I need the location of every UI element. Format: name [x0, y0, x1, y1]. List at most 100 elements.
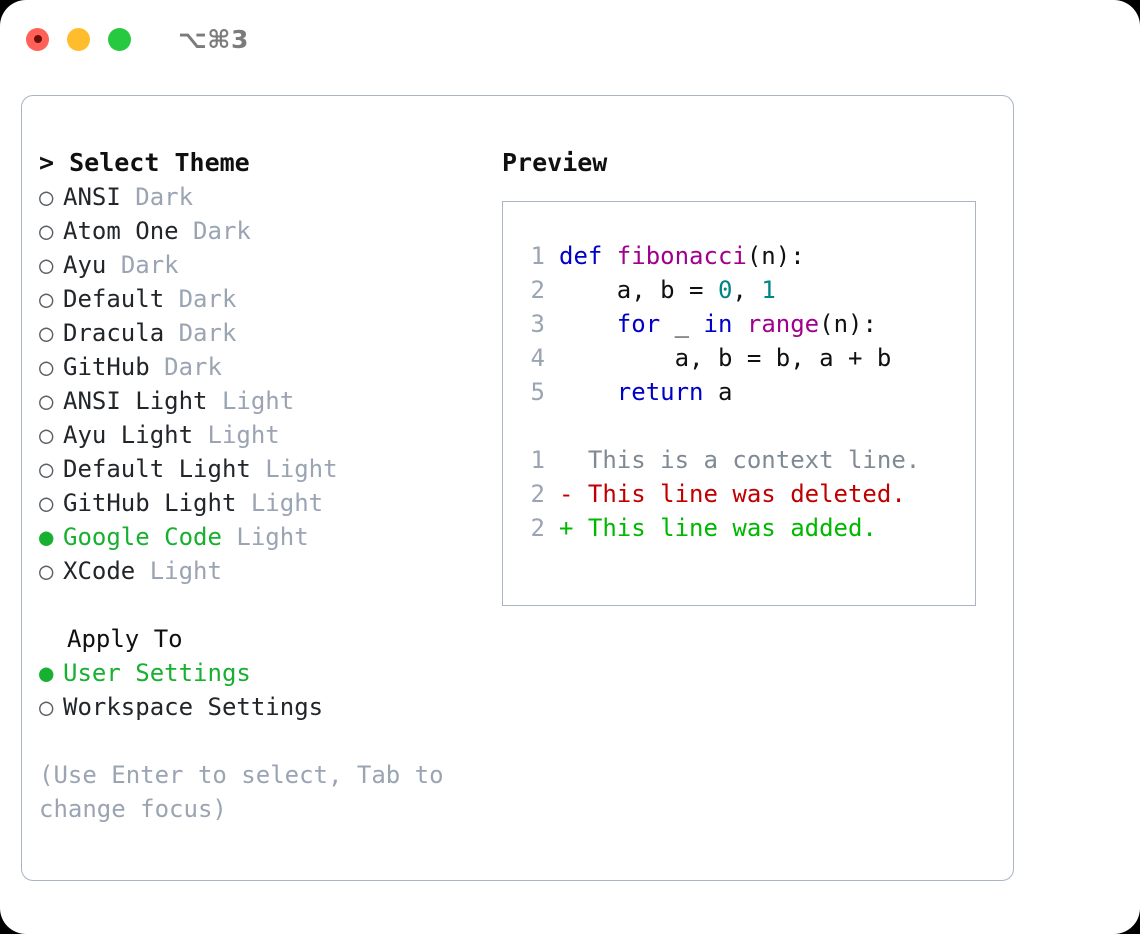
- theme-name: GitHub Light: [63, 489, 237, 517]
- theme-option[interactable]: ○ Dracula Dark: [39, 316, 499, 350]
- line-number: 3: [530, 310, 545, 338]
- radio-unselected-icon[interactable]: ○: [39, 489, 54, 517]
- diff-line: 2+ This line was added.: [513, 511, 969, 545]
- radio-unselected-icon[interactable]: ○: [39, 353, 54, 381]
- code-line-text: def fibonacci(n):: [559, 239, 805, 273]
- radio-unselected-icon[interactable]: ○: [39, 217, 54, 245]
- code-line: 1 def fibonacci(n):: [513, 239, 969, 273]
- code-token-pl: _: [660, 310, 704, 338]
- line-number: 4: [530, 344, 545, 372]
- theme-option[interactable]: ○ANSI Dark: [39, 180, 499, 214]
- radio-selected-icon[interactable]: ●: [39, 659, 54, 687]
- theme-option[interactable]: ○ Ayu Light Light: [39, 418, 499, 452]
- code-token-pl: ,: [732, 276, 762, 304]
- theme-variant-badge: Light: [236, 523, 309, 551]
- code-token-fn: range: [746, 310, 820, 338]
- radio-unselected-icon[interactable]: ○: [39, 421, 54, 449]
- code-token-kw: return: [616, 378, 704, 406]
- code-token-fn: fibonacci: [616, 242, 747, 270]
- code-line: 5 return a: [513, 375, 969, 409]
- theme-name: Atom One: [63, 217, 179, 245]
- apply-to-heading: Apply To: [67, 625, 183, 653]
- theme-option[interactable]: ○ Atom One Dark: [39, 214, 499, 248]
- theme-variant-badge: Light: [265, 455, 338, 483]
- theme-variant-badge: Light: [207, 421, 280, 449]
- theme-option[interactable]: ○ XCode Light: [39, 554, 499, 588]
- line-number: 2: [530, 480, 545, 508]
- theme-name: GitHub: [63, 353, 150, 381]
- apply-to-section: Apply To ● User Settings ○Workspace Settin…: [39, 622, 499, 724]
- code-token-kw: def: [559, 242, 617, 270]
- theme-option[interactable]: ○ GitHub Dark: [39, 350, 499, 384]
- code-line-text: for _ in range(n):: [559, 307, 877, 341]
- apply-to-option-list[interactable]: ● User Settings ○Workspace Settings: [39, 656, 499, 724]
- preview-heading: Preview: [502, 148, 608, 177]
- radio-unselected-icon[interactable]: ○: [39, 285, 54, 313]
- radio-unselected-icon[interactable]: ○: [39, 319, 54, 347]
- maximize-button[interactable]: [108, 27, 131, 51]
- apply-to-option[interactable]: ○Workspace Settings: [39, 690, 499, 724]
- theme-option[interactable]: ○ANSI Light Light: [39, 384, 499, 418]
- radio-unselected-icon[interactable]: ○: [39, 183, 54, 211]
- theme-name: Default Light: [63, 455, 251, 483]
- code-token-pl: [559, 378, 617, 406]
- theme-name: ANSI Light: [63, 387, 208, 415]
- theme-name: ANSI: [63, 183, 121, 211]
- code-diff-spacer: [513, 409, 969, 443]
- theme-name: XCode: [63, 557, 136, 585]
- code-token-pl: (n):: [819, 310, 877, 338]
- radio-unselected-icon[interactable]: ○: [39, 557, 54, 585]
- code-line-text: a, b = 0, 1: [559, 273, 776, 307]
- apply-to-label: User Settings: [63, 659, 251, 687]
- theme-variant-badge: Light: [149, 557, 222, 585]
- theme-option[interactable]: ○Ayu Dark: [39, 248, 499, 282]
- radio-unselected-icon[interactable]: ○: [39, 693, 54, 721]
- theme-name: Google Code: [63, 523, 222, 551]
- diff-sample: 1 This is a context line. 2 - This line wa…: [513, 443, 969, 545]
- window-titlebar: ⌥⌘3: [0, 0, 1140, 78]
- diff-line-text-del: - This line was deleted.: [559, 480, 906, 508]
- radio-unselected-icon[interactable]: ○: [39, 251, 54, 279]
- radio-unselected-icon[interactable]: ○: [39, 455, 54, 483]
- code-token-pl: a, b = b, a + b: [559, 344, 892, 372]
- theme-variant-badge: Dark: [164, 353, 222, 381]
- diff-line: 1 This is a context line.: [513, 443, 969, 477]
- theme-option[interactable]: ○Default Dark: [39, 282, 499, 316]
- code-line: 3 for _ in range(n):: [513, 307, 969, 341]
- code-line-text: a, b = b, a + b: [559, 341, 892, 375]
- theme-option[interactable]: ○ GitHub Light Light: [39, 486, 499, 520]
- close-button[interactable]: [26, 27, 49, 51]
- line-number: 1: [530, 446, 545, 474]
- radio-selected-icon[interactable]: ●: [39, 523, 54, 551]
- theme-variant-badge: Dark: [178, 319, 237, 347]
- code-line-text: return a: [559, 375, 733, 409]
- keyboard-hint-text: (Use Enter to select, Tab to change focu…: [39, 761, 459, 823]
- theme-picker-column: > Select Theme ○ANSI Dark○Atom One Dark○…: [39, 146, 499, 826]
- theme-name: Ayu: [63, 251, 107, 279]
- line-number: 5: [530, 378, 545, 406]
- code-token-num: 1: [761, 276, 776, 304]
- theme-variant-badge: Light: [250, 489, 324, 517]
- window-controls: [26, 27, 131, 51]
- line-number: 1: [530, 242, 545, 270]
- theme-name: Dracula: [63, 319, 165, 347]
- code-token-kw: in: [703, 310, 733, 338]
- theme-option-list[interactable]: ○ANSI Dark○Atom One Dark○Ayu Dark○Defaul…: [39, 180, 499, 588]
- theme-option[interactable]: ● Google Code Light: [39, 520, 499, 554]
- code-token-num: 0: [717, 276, 733, 304]
- radio-unselected-icon[interactable]: ○: [39, 387, 54, 415]
- code-line: 2 a, b = 0, 1: [513, 273, 969, 307]
- code-token-pl: [559, 310, 617, 338]
- code-token-pl: a, b =: [559, 276, 718, 304]
- theme-name: Ayu Light: [63, 421, 194, 449]
- minimize-button[interactable]: [67, 27, 90, 51]
- theme-variant-badge: Dark: [193, 217, 251, 245]
- diff-line-text-add: + This line was added.: [559, 514, 877, 542]
- code-token-pl: [732, 310, 746, 338]
- theme-option[interactable]: ○ Default Light Light: [39, 452, 499, 486]
- apply-to-option[interactable]: ● User Settings: [39, 656, 499, 690]
